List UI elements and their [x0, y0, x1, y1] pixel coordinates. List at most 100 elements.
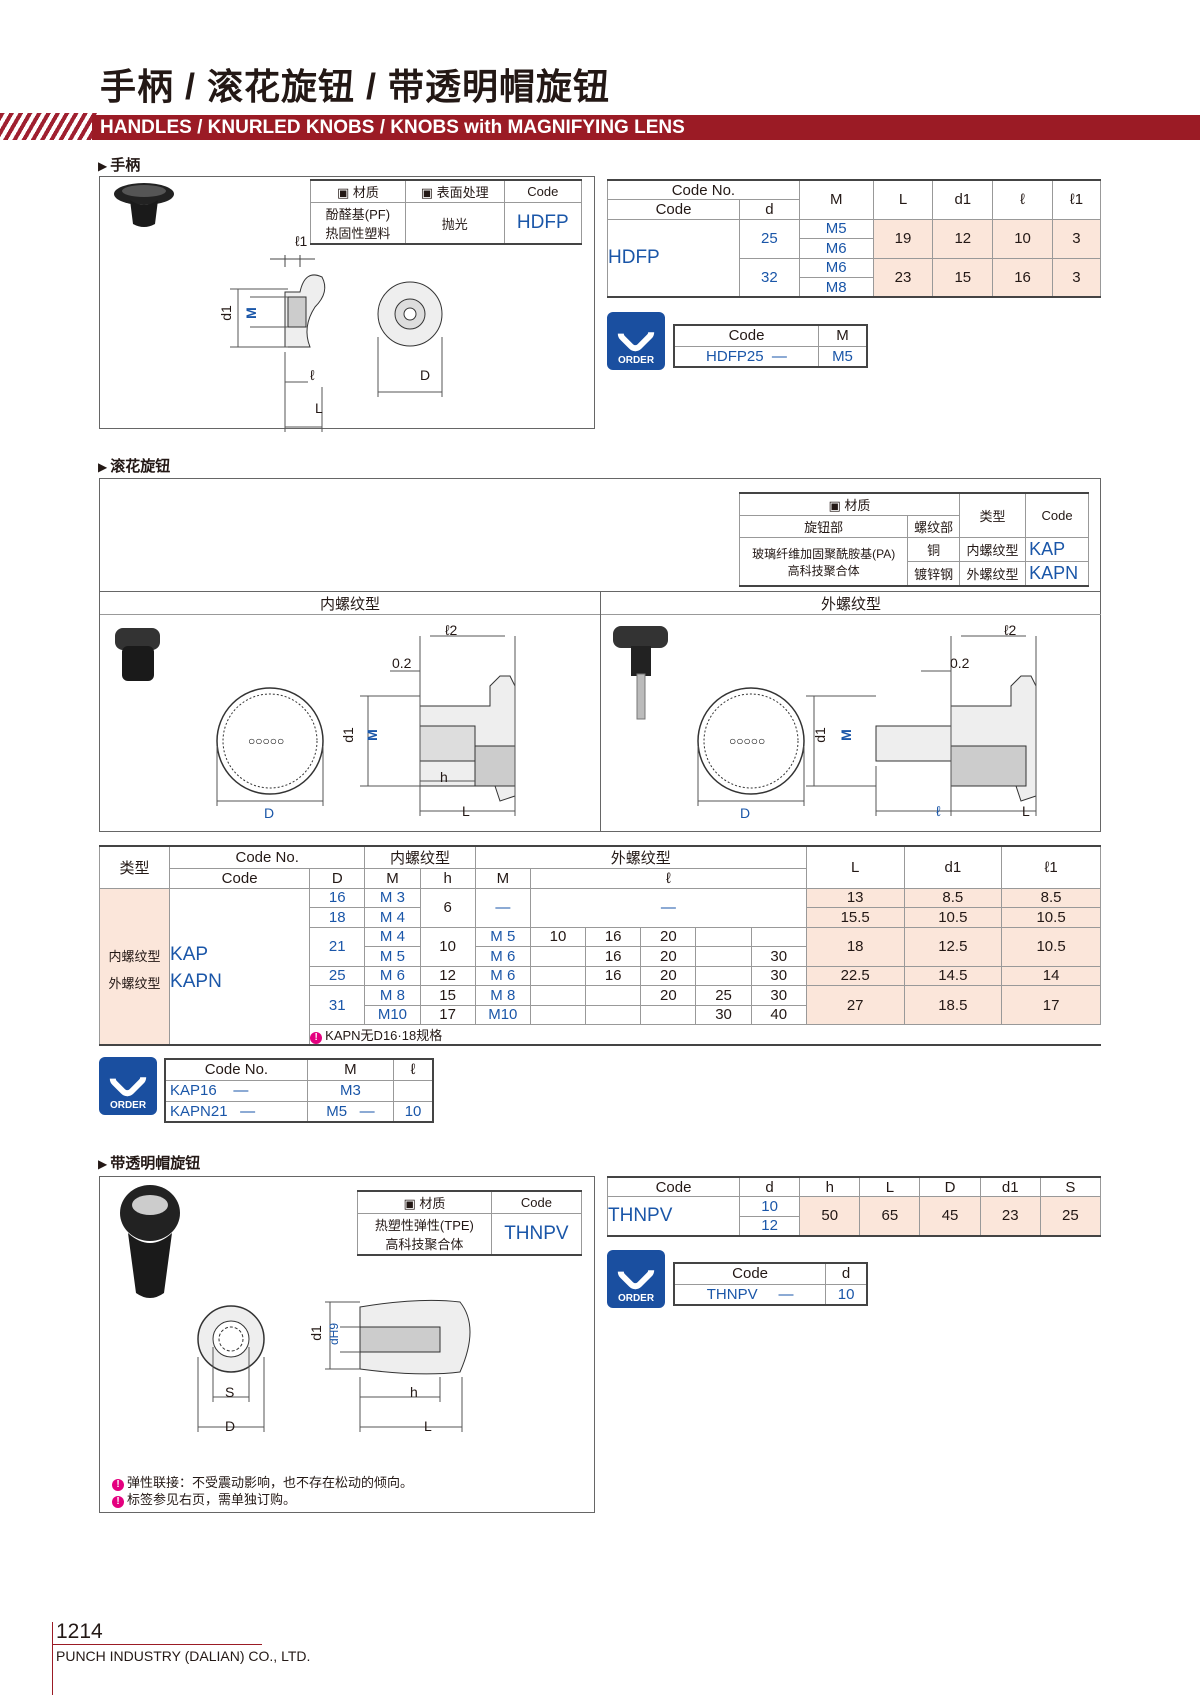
- spec-l1: 3: [1051, 257, 1102, 298]
- d1-header: d1: [932, 179, 994, 220]
- dim-D: D: [420, 367, 431, 383]
- code-value: THNPV: [490, 1213, 583, 1256]
- handle-spec-table: Code No. M L d1 ℓ ℓ1 Code d HDFP 25 M5 1…: [607, 179, 1102, 298]
- L-value: 13: [805, 887, 905, 908]
- d1-value: 8.5: [903, 887, 1003, 908]
- surface-header: ▣ 表面处理: [404, 179, 505, 203]
- type-header: 类型: [98, 845, 171, 889]
- title-bar: HANDLES / KNURLED KNOBS / KNOBS with MAG…: [0, 113, 1200, 140]
- outer-thread-title: 外螺纹型: [601, 593, 1101, 615]
- dim-l: ℓ: [310, 367, 315, 383]
- l1-value: 10.5: [1001, 907, 1101, 928]
- handle-drawing-box: ℓ1 d1 M ℓ L D ▣ 材质 ▣ 表面处理 Code 酚醛基(PF) 热…: [99, 176, 595, 432]
- dim-h: h: [440, 769, 448, 785]
- dim-d1: d1: [307, 1325, 324, 1341]
- note-bullet-icon: !: [112, 1479, 124, 1491]
- lens-spec-table: Code d h L D d1 S THNPV 10 50 65 45 23 2…: [607, 1176, 1102, 1237]
- outer-M-value: M 8: [474, 985, 531, 1006]
- kapn-note: !KAPN无D16·18规格: [309, 1024, 1101, 1046]
- inner-thread-drawing: ○○○○○: [115, 628, 516, 816]
- dim-M: M: [363, 729, 380, 741]
- M-header: M: [798, 179, 874, 220]
- material-header: ▣ 材质: [739, 492, 960, 516]
- triangle-icon: ▶: [98, 1157, 108, 1171]
- order-phone-icon: ORDER: [607, 1249, 665, 1308]
- h-header: h: [799, 1176, 861, 1197]
- l-value: 20: [640, 965, 697, 986]
- code-header: Code: [169, 868, 311, 889]
- spec-L: 23: [872, 257, 934, 298]
- spec-d-32: 32: [739, 257, 800, 298]
- surface-value: 抛光: [404, 202, 505, 245]
- order-v-code: THNPV —: [673, 1284, 827, 1305]
- l1-value: 8.5: [1001, 887, 1101, 908]
- spec-l: 10: [992, 218, 1053, 259]
- order-h-code: Code: [673, 325, 819, 347]
- footer-horizontal-line: [52, 1644, 262, 1645]
- l-value: 20: [640, 985, 697, 1006]
- outer-M-value: M 5: [474, 926, 531, 947]
- spec-M: M5: [798, 218, 874, 239]
- D-value: 25: [309, 965, 366, 986]
- spec-d1: 12: [932, 218, 994, 259]
- dim-L: L: [462, 803, 470, 819]
- spec-d1: 15: [932, 257, 994, 298]
- section-heading-lens-knob: ▶带透明帽旋钮: [98, 1155, 201, 1172]
- spec-D: 45: [919, 1196, 981, 1236]
- code-value: KAP: [1025, 537, 1089, 562]
- M-value: M 3: [364, 887, 421, 908]
- dim-gap: 0.2: [950, 655, 970, 671]
- dim-d1: d1: [339, 727, 356, 743]
- M-value: M 5: [364, 946, 421, 967]
- dim-M: M: [837, 729, 854, 741]
- handle-material-table: ▣ 材质 ▣ 表面处理 Code 酚醛基(PF) 热固性塑料 抛光 HDFP: [310, 179, 583, 245]
- lens-knob-drawing-box: d1 dH9 S D h L ▣ 材质 Code 热塑性弹性(TPE) 高科技聚…: [99, 1176, 595, 1513]
- dim-M: M: [242, 307, 259, 319]
- order-v2-l: 10: [393, 1101, 434, 1122]
- order-h-codeno: Code No.: [164, 1059, 308, 1081]
- D-value: 31: [309, 985, 366, 1025]
- M-value: M 6: [364, 965, 421, 986]
- order-v2: KAPN21 —: [164, 1101, 308, 1122]
- outer-M-dash: —: [474, 887, 531, 928]
- thread-material: 镀锌钢: [907, 561, 960, 587]
- l-value: 16: [585, 946, 642, 967]
- dim-h: h: [410, 1384, 418, 1400]
- h-value: 10: [419, 926, 476, 967]
- d1-header: d1: [979, 1176, 1041, 1197]
- D-value: 21: [309, 926, 366, 967]
- outer-l-dash: —: [529, 887, 807, 928]
- triangle-icon: ▶: [98, 159, 108, 173]
- dim-S: S: [225, 1384, 235, 1400]
- title-english: HANDLES / KNURLED KNOBS / KNOBS with MAG…: [100, 117, 685, 138]
- D-value: 18: [309, 907, 366, 928]
- material-header: ▣ 材质: [310, 179, 406, 203]
- page-title: 手柄 / 滚花旋钮 / 带透明帽旋钮: [100, 66, 611, 107]
- inner-thread-title: 内螺纹型: [100, 593, 600, 615]
- D-header: D: [309, 868, 366, 889]
- l-value: 25: [695, 985, 752, 1006]
- svg-text:○○○○○: ○○○○○: [729, 734, 765, 748]
- material-value: 热塑性弹性(TPE) 高科技聚合体: [357, 1213, 492, 1256]
- code-header: Code: [1025, 492, 1089, 538]
- lens-note-2: !标签参见右页，需单独订购。: [112, 1489, 296, 1508]
- codeno-header: Code No.: [607, 179, 800, 200]
- lens-material-table: ▣ 材质 Code 热塑性弹性(TPE) 高科技聚合体 THNPV: [357, 1190, 583, 1256]
- dim-l: ℓ: [936, 803, 941, 819]
- l-value: 10: [529, 926, 587, 947]
- section-heading-handles: ▶手柄: [98, 157, 141, 174]
- l-value: 30: [750, 985, 807, 1006]
- M-header: M: [364, 868, 421, 889]
- spec-l1: 3: [1051, 218, 1102, 259]
- note-bullet-icon: !: [112, 1496, 124, 1508]
- title-band: HANDLES / KNURLED KNOBS / KNOBS with MAG…: [92, 115, 1200, 140]
- company-name: PUNCH INDUSTRY (DALIAN) CO., LTD.: [56, 1648, 311, 1664]
- type-value: 外螺纹型: [958, 561, 1027, 587]
- spec-d1: 23: [979, 1196, 1041, 1236]
- d-header: d: [739, 199, 800, 220]
- knurled-material-table: ▣ 材质 类型 Code 旋钮部 螺纹部 玻璃纤维加固聚酰胺基(PA) 高科技聚…: [738, 492, 1089, 587]
- L-value: 27: [805, 985, 905, 1025]
- footer-vertical-line: [52, 1622, 53, 1695]
- handle-dimension-drawing: [230, 255, 443, 432]
